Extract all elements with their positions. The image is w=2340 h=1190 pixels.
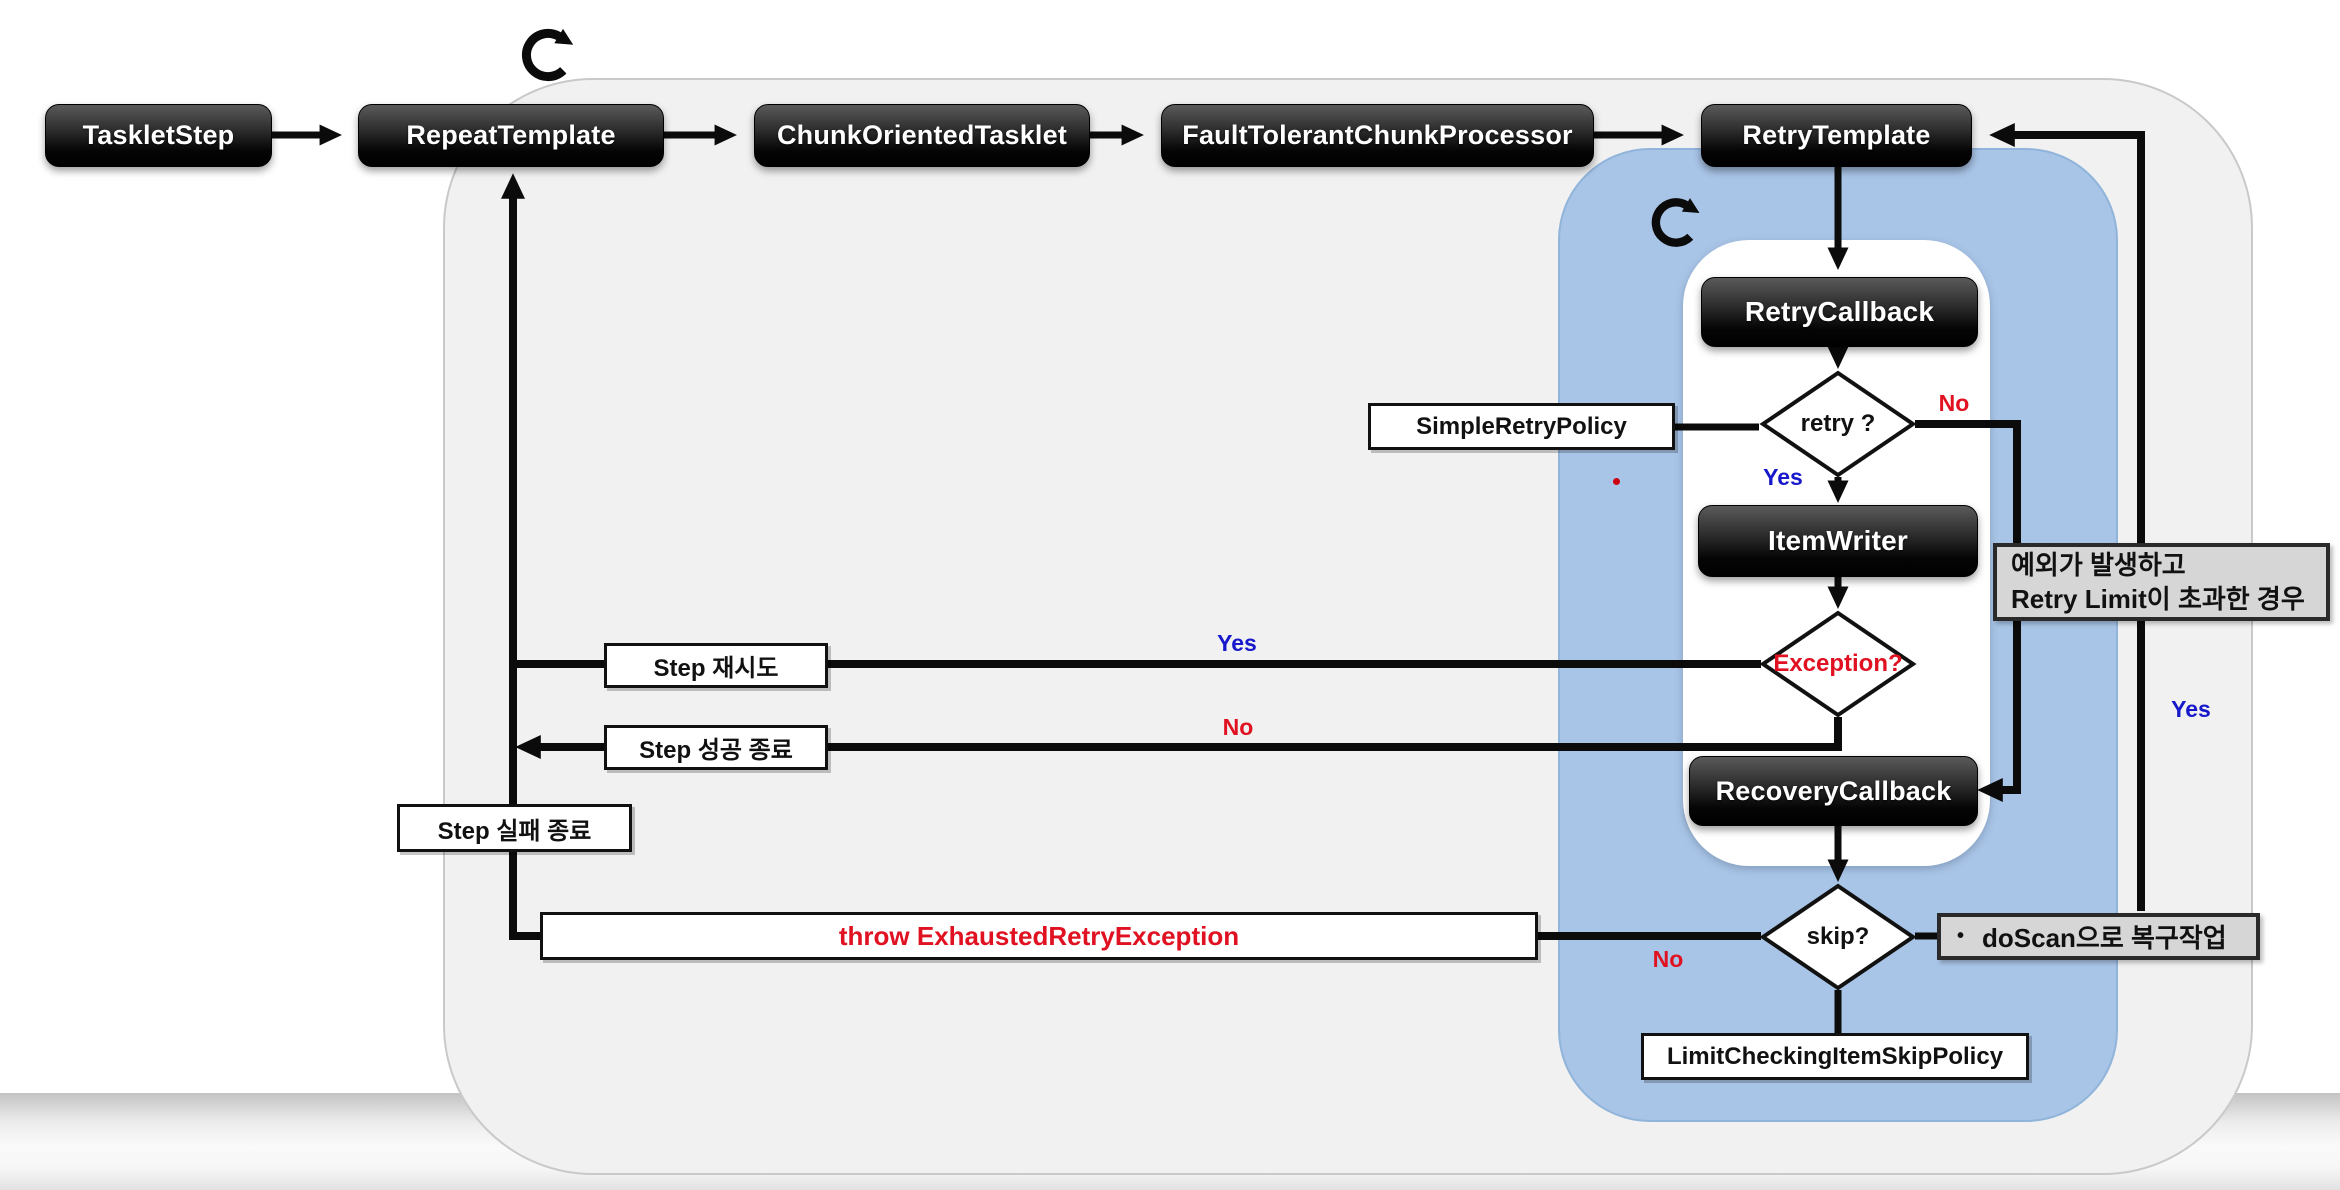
decision-retry: retry ? [1759, 369, 1917, 479]
node-tasklet-step: TaskletStep [45, 104, 272, 167]
bullet-icon: • [1957, 925, 1965, 947]
decision-retry-label: retry ? [1800, 410, 1876, 437]
edge-label-skip-yes: Yes [2171, 696, 2211, 722]
note-doscan-recovery: • doScan으로 복구작업 [1937, 913, 2260, 960]
node-retry-callback: RetryCallback [1701, 277, 1978, 347]
label-limit-checking-item-skip-policy: LimitCheckingItemSkipPolicy [1641, 1033, 2029, 1080]
edge-label-skip-no: No [1652, 946, 1684, 972]
node-fault-tolerant-chunk-processor: FaultTolerantChunkProcessor [1161, 104, 1594, 167]
red-dot-artifact [1613, 478, 1620, 485]
note-doscan-text: doScan으로 복구작업 [1982, 923, 2227, 953]
note-exception-line1: 예외가 발생하고 [2011, 550, 2186, 580]
loop-arrow-icon [521, 28, 574, 82]
node-retry-template: RetryTemplate [1701, 104, 1972, 167]
edge-label-retry-yes: Yes [1763, 464, 1803, 490]
retry-loop-arrow-icon [1651, 198, 1700, 247]
edge-label-retry-no: No [1938, 390, 1970, 416]
node-item-writer: ItemWriter [1698, 505, 1978, 577]
node-chunk-oriented-tasklet: ChunkOrientedTasklet [754, 104, 1090, 167]
label-step-success-end: Step 성공 종료 [604, 725, 828, 770]
edge-label-exception-yes: Yes [1217, 630, 1257, 656]
label-simple-retry-policy: SimpleRetryPolicy [1368, 403, 1675, 450]
node-repeat-template: RepeatTemplate [358, 104, 664, 167]
note-exception-line2: Retry Limit이 초과한 경우 [2011, 584, 2305, 614]
note-exception-retry-limit: 예외가 발생하고 Retry Limit이 초과한 경우 [1993, 543, 2330, 621]
edge-label-exception-no: No [1222, 714, 1254, 740]
decision-skip-label: skip? [1806, 923, 1870, 950]
label-step-fail-end: Step 실패 종료 [397, 804, 632, 852]
node-recovery-callback: RecoveryCallback [1689, 756, 1978, 826]
label-throw-exhausted-retry-exception: throw ExhaustedRetryException [540, 912, 1538, 960]
label-step-retry: Step 재시도 [604, 643, 828, 688]
decision-exception: Exception? [1759, 609, 1917, 719]
decision-exception-label: Exception? [1773, 650, 1903, 677]
decision-skip: skip? [1759, 882, 1917, 992]
